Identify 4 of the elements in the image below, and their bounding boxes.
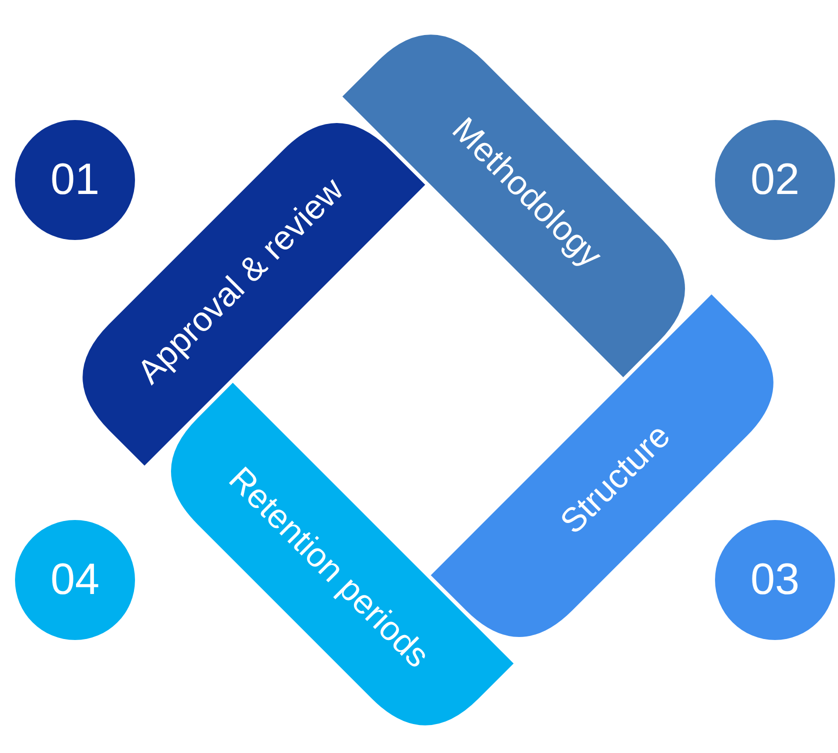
step-number: 03 — [715, 520, 835, 640]
step-number: 01 — [15, 120, 135, 240]
step-number: 04 — [15, 520, 135, 640]
step-number: 02 — [715, 120, 835, 240]
